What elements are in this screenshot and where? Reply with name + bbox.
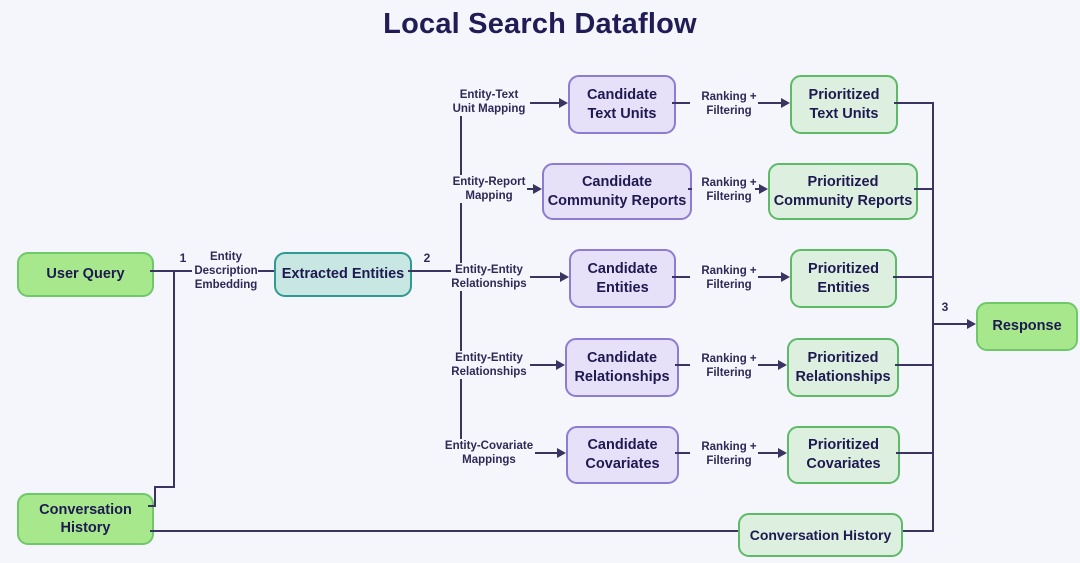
arrow-right-icon bbox=[556, 360, 565, 370]
connector-line bbox=[899, 530, 934, 532]
connector-line bbox=[530, 102, 559, 104]
connector-line bbox=[932, 102, 934, 531]
connector-line bbox=[460, 116, 462, 175]
connector-line bbox=[914, 188, 934, 190]
connector-line bbox=[460, 379, 462, 439]
arrow-right-icon bbox=[559, 98, 568, 108]
arrow-right-icon bbox=[967, 319, 976, 329]
connector-line bbox=[675, 452, 690, 454]
page-title: Local Search Dataflow bbox=[383, 8, 697, 40]
connector-line bbox=[672, 102, 690, 104]
node-extracted-entities: Extracted Entities bbox=[274, 252, 412, 297]
connector-line bbox=[688, 188, 692, 190]
connector-line bbox=[675, 364, 690, 366]
edge-label-ranking-4: Ranking + Filtering bbox=[701, 353, 757, 379]
node-user-query: User Query bbox=[17, 252, 154, 297]
connector-line bbox=[258, 270, 274, 272]
edge-label-mapping-3: Entity-Entity Relationships bbox=[451, 264, 527, 290]
connector-line bbox=[154, 486, 175, 488]
arrow-right-icon bbox=[781, 98, 790, 108]
connector-line bbox=[150, 270, 192, 272]
edge-label-mapping-4: Entity-Entity Relationships bbox=[451, 352, 527, 378]
connector-line bbox=[527, 188, 533, 190]
connector-line bbox=[758, 364, 778, 366]
connector-line bbox=[933, 323, 967, 325]
node-prioritized-entities: Prioritized Entities bbox=[790, 249, 897, 308]
edge-label-step-1: 1 bbox=[179, 251, 187, 265]
edge-label-embedding: Entity Description Embedding bbox=[194, 251, 258, 291]
connector-line bbox=[150, 530, 738, 532]
connector-line bbox=[755, 188, 759, 190]
edge-label-mapping-1: Entity-Text Unit Mapping bbox=[452, 89, 526, 115]
node-candidate-entities: Candidate Entities bbox=[569, 249, 676, 308]
node-prioritized-relationships: Prioritized Relationships bbox=[787, 338, 899, 397]
node-prioritized-community-reports: Prioritized Community Reports bbox=[768, 163, 918, 220]
node-candidate-relationships: Candidate Relationships bbox=[565, 338, 679, 397]
node-prioritized-text-units: Prioritized Text Units bbox=[790, 75, 898, 134]
connector-line bbox=[758, 102, 781, 104]
connector-line bbox=[758, 276, 781, 278]
connector-line bbox=[530, 364, 556, 366]
connector-line bbox=[148, 505, 156, 507]
arrow-right-icon bbox=[759, 184, 768, 194]
connector-line bbox=[672, 276, 690, 278]
node-candidate-community-reports: Candidate Community Reports bbox=[542, 163, 692, 220]
arrow-right-icon bbox=[778, 360, 787, 370]
edge-label-step-3: 3 bbox=[941, 300, 949, 314]
node-candidate-covariates: Candidate Covariates bbox=[566, 426, 679, 484]
connector-line bbox=[408, 270, 451, 272]
edge-label-ranking-3: Ranking + Filtering bbox=[701, 265, 757, 291]
connector-line bbox=[895, 364, 934, 366]
connector-line bbox=[530, 276, 560, 278]
edge-label-ranking-5: Ranking + Filtering bbox=[701, 441, 757, 467]
connector-line bbox=[894, 102, 934, 104]
edge-label-step-2: 2 bbox=[423, 251, 431, 265]
arrow-right-icon bbox=[778, 448, 787, 458]
node-label: Conversation bbox=[39, 502, 132, 518]
node-prioritized-covariates: Prioritized Covariates bbox=[787, 426, 900, 484]
edge-label-ranking-1: Ranking + Filtering bbox=[701, 91, 757, 117]
edge-label-mapping-2: Entity-Report Mapping bbox=[452, 176, 526, 202]
node-response: Response bbox=[976, 302, 1078, 351]
arrow-right-icon bbox=[557, 448, 566, 458]
arrow-right-icon bbox=[560, 272, 569, 282]
connector-line bbox=[173, 270, 175, 486]
edge-label-mapping-5: Entity-Covariate Mappings bbox=[444, 440, 534, 466]
node-candidate-text-units: Candidate Text Units bbox=[568, 75, 676, 134]
connector-line bbox=[893, 276, 934, 278]
edge-label-ranking-2: Ranking + Filtering bbox=[701, 177, 757, 203]
node-conversation-history-bottom: Conversation History bbox=[738, 513, 903, 557]
node-label: User Query bbox=[46, 266, 125, 282]
arrow-right-icon bbox=[533, 184, 542, 194]
arrow-right-icon bbox=[781, 272, 790, 282]
connector-line bbox=[758, 452, 778, 454]
connector-line bbox=[154, 486, 156, 507]
node-conversation-history-left: Conversation History bbox=[17, 493, 154, 545]
connector-line bbox=[896, 452, 934, 454]
node-label: Extracted Entities bbox=[281, 266, 405, 282]
node-label: History bbox=[60, 520, 111, 536]
connector-line bbox=[460, 203, 462, 263]
connector-line bbox=[535, 452, 557, 454]
connector-line bbox=[460, 291, 462, 351]
